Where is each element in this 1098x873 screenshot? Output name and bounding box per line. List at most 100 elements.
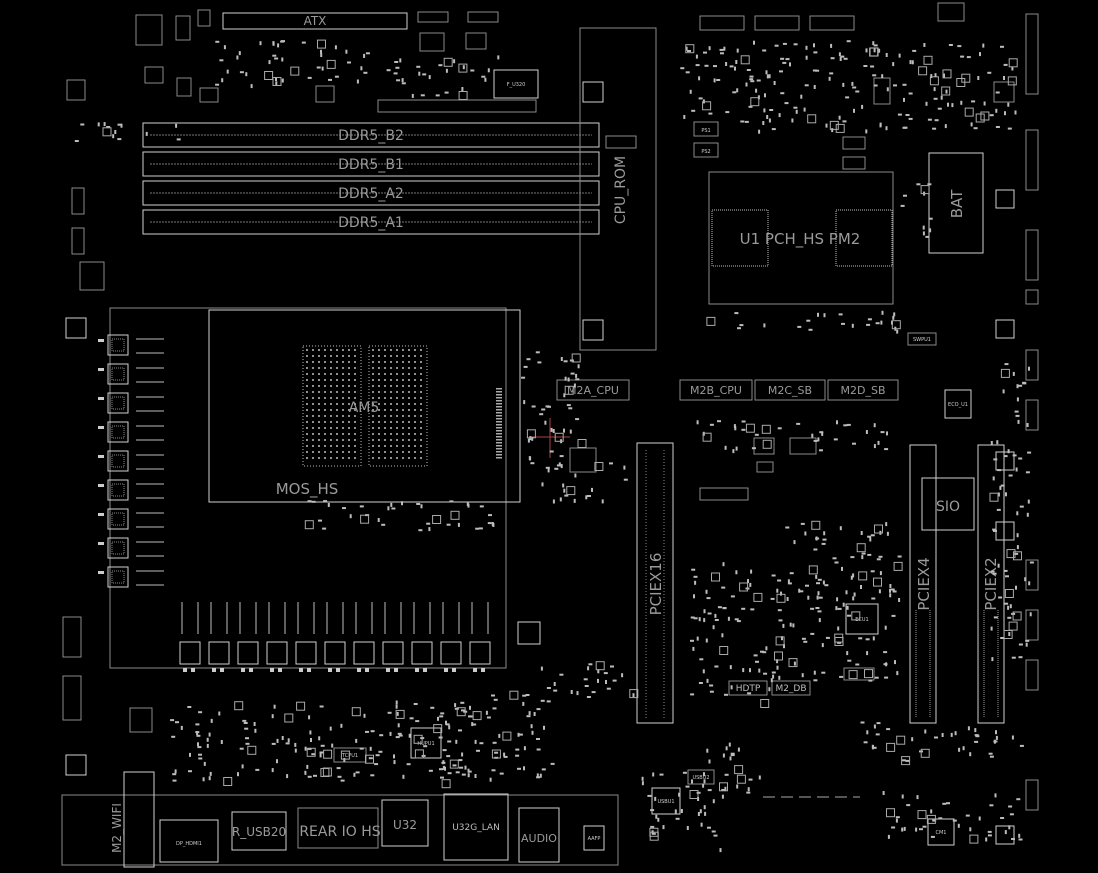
tcpu1-chip: TCPU1 xyxy=(333,747,367,763)
vrm-mosfet xyxy=(237,641,259,665)
top-left-components xyxy=(66,9,537,113)
pciex16-slot: PCIEX16 xyxy=(636,442,674,724)
vrm-phases-bottom xyxy=(179,602,491,672)
vrm-mosfet xyxy=(353,641,375,665)
edge-header xyxy=(1025,559,1039,591)
edge-header xyxy=(1025,289,1039,305)
vrm-phases-left xyxy=(98,334,164,588)
m2a-cpu-label: M2A_CPU xyxy=(567,384,619,397)
audio-jacks: AUDIO xyxy=(518,807,560,863)
vrm-mosfet xyxy=(324,641,346,665)
usbu1-label: USBU1 xyxy=(657,799,674,805)
edge-chip xyxy=(995,825,1015,845)
am5-label: AM5 xyxy=(349,400,380,416)
edge-header xyxy=(1025,399,1039,431)
aafp-label: AAFP xyxy=(588,836,601,842)
aafp-header: AAFP xyxy=(583,825,605,851)
sio-chip: SIO xyxy=(921,477,975,531)
edge-header xyxy=(1025,659,1039,691)
cpu-socket-am5: AM5 MOS_HS xyxy=(208,309,521,503)
passive-component-pads xyxy=(74,39,1034,853)
edge-header xyxy=(1025,349,1039,381)
pciex4-label: PCIEX4 xyxy=(915,557,933,610)
vrm-mosfet xyxy=(411,641,433,665)
cpu-rom-label: CPU_ROM xyxy=(613,156,629,224)
vrm-mosfet xyxy=(107,421,129,443)
r-usb20-label: R_USB20 xyxy=(232,825,286,839)
m2-db-label: M2_DB xyxy=(775,684,806,694)
dp-hdmi-port: DP_HDMI1 xyxy=(159,819,219,863)
socket-pin-array xyxy=(306,349,502,459)
edge-chip xyxy=(995,521,1015,541)
vrm-mosfet xyxy=(440,641,462,665)
eco-u1-chip: ECO_U1 xyxy=(944,389,972,419)
usbu2-chip: USBU2 xyxy=(687,769,715,785)
lan-label: U32G_LAN xyxy=(452,823,500,833)
f-u320-chip: F_U320 xyxy=(493,69,539,99)
f-u320-label: F_U320 xyxy=(507,82,526,88)
vrm-mosfet xyxy=(107,334,129,356)
edge-header xyxy=(1025,779,1039,811)
vrm-mosfet xyxy=(266,641,288,665)
r-usb20-port: R_USB20 xyxy=(231,811,287,851)
ddr5-slot-b2: DDR5_B2 xyxy=(142,122,600,148)
rear-io-hs: REAR IO HS xyxy=(297,807,381,849)
cm1-label: CM1 xyxy=(936,830,947,836)
vrm-mosfet xyxy=(208,641,230,665)
m2-db-header: M2_DB xyxy=(771,680,811,696)
vrm-mosfet xyxy=(179,641,201,665)
vrm-mosfet xyxy=(469,641,491,665)
right-edge-headers xyxy=(995,129,1039,845)
m2a-cpu-slot: M2A_CPU xyxy=(556,379,630,401)
vrm-mosfet xyxy=(107,566,129,588)
lan-port: U32G_LAN xyxy=(443,793,509,861)
hdtp-label: HDTP xyxy=(736,684,761,694)
mid-misc-components xyxy=(517,437,875,798)
ddr5-a2-label: DDR5_A2 xyxy=(338,186,404,202)
u32-port: U32 xyxy=(381,799,429,847)
vrm-mosfet xyxy=(107,363,129,385)
battery-holder: BAT xyxy=(928,152,984,254)
vrm-mosfet xyxy=(107,508,129,530)
vrm-mosfet xyxy=(107,392,129,414)
vrm-mosfet xyxy=(295,641,317,665)
dp-hdmi-label: DP_HDMI1 xyxy=(176,841,202,847)
m2b-cpu-label: M2B_CPU xyxy=(690,384,742,397)
vrm-mosfet xyxy=(107,537,129,559)
ps1-label: PS1 xyxy=(701,128,710,134)
m2-heatsink-vertical: CPU_ROM xyxy=(579,27,657,351)
usbu1-chip: USBU1 xyxy=(651,787,681,815)
vrm-mosfet xyxy=(107,479,129,501)
m2d-sb-label: M2D_SB xyxy=(841,384,886,397)
pch-hs-label: U1 PCH_HS PM2 xyxy=(740,230,861,249)
m2c-sb-slot: M2C_SB xyxy=(754,379,826,401)
hupu1-chip: HUPU1 xyxy=(410,727,442,759)
ddr5-b2-label: DDR5_B2 xyxy=(338,128,404,144)
rear-io-shield-outline xyxy=(61,794,619,866)
pciex4-slot: PCIEX4 xyxy=(909,444,937,724)
ddr5-slot-a1: DDR5_A1 xyxy=(142,209,600,235)
ps2-label: PS2 xyxy=(701,149,710,155)
edge-header xyxy=(1025,229,1039,281)
ddr5-b1-label: DDR5_B1 xyxy=(338,157,404,173)
m2-wifi-label: M2_WIFI xyxy=(110,803,124,853)
rear-io-hs-label: REAR IO HS xyxy=(299,824,380,840)
pch-heatsink-area: U1 PCH_HS PM2 PS1 PS2 xyxy=(693,121,894,305)
atx-power-connector: ATX xyxy=(222,12,408,30)
top-right-headers: SWPU1 xyxy=(699,2,1039,346)
ddr5-slot-b1: DDR5_B1 xyxy=(142,151,600,177)
m2b-cpu-slot: M2B_CPU xyxy=(679,379,753,401)
edge-header xyxy=(1025,609,1039,641)
ecu1-chip: ECU1 xyxy=(845,603,879,635)
audio-label: AUDIO xyxy=(521,832,557,845)
swpu1-label: SWPU1 xyxy=(913,337,931,343)
pciex2-label: PCIEX2 xyxy=(982,557,1000,610)
mos-hs-label: MOS_HS xyxy=(276,480,339,499)
ecu1-label: ECU1 xyxy=(855,617,869,623)
left-edge-components xyxy=(62,187,153,776)
edge-chip xyxy=(995,451,1015,471)
atx-label: ATX xyxy=(304,14,327,28)
m2d-sb-slot: M2D_SB xyxy=(827,379,899,401)
edge-header xyxy=(1025,129,1039,191)
sio-label: SIO xyxy=(936,499,960,515)
